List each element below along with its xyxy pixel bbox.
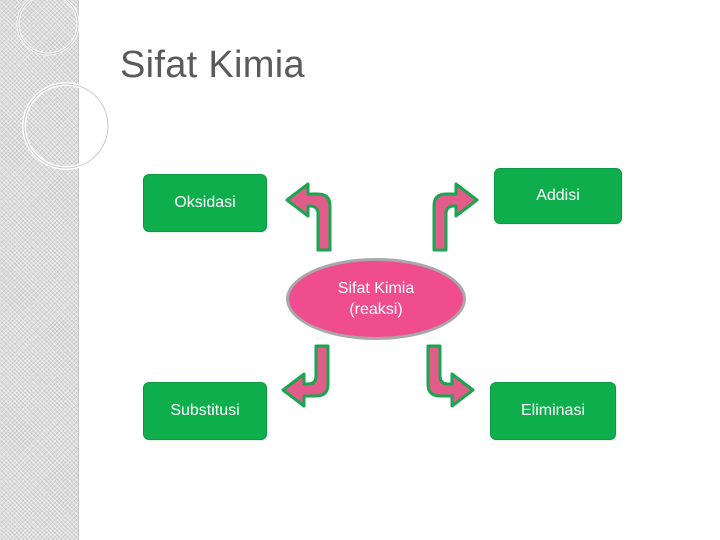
center-node-line1: Sifat Kimia <box>337 280 415 297</box>
node-eliminasi-label: Eliminasi <box>520 402 585 419</box>
center-node-sifat-kimia: Sifat Kimia (reaksi) <box>286 258 466 340</box>
node-oksidasi-label: Oksidasi <box>174 194 236 211</box>
node-oksidasi: Oksidasi <box>143 174 267 232</box>
node-substitusi: Substitusi <box>143 382 267 440</box>
node-addisi-label: Addisi <box>536 187 580 204</box>
arrow-to-oksidasi <box>285 182 332 252</box>
node-substitusi-label: Substitusi <box>170 402 240 419</box>
side-decoration-strip <box>0 0 79 540</box>
slide-title: Sifat Kimia <box>120 44 305 86</box>
node-eliminasi: Eliminasi <box>490 382 616 440</box>
arrow-to-substitusi <box>281 344 330 408</box>
arrow-to-eliminasi <box>426 344 475 408</box>
decorative-circles <box>16 0 110 170</box>
arrow-to-addisi <box>432 182 479 252</box>
center-node-line2: (reaksi) <box>349 301 403 318</box>
node-addisi: Addisi <box>494 168 622 224</box>
